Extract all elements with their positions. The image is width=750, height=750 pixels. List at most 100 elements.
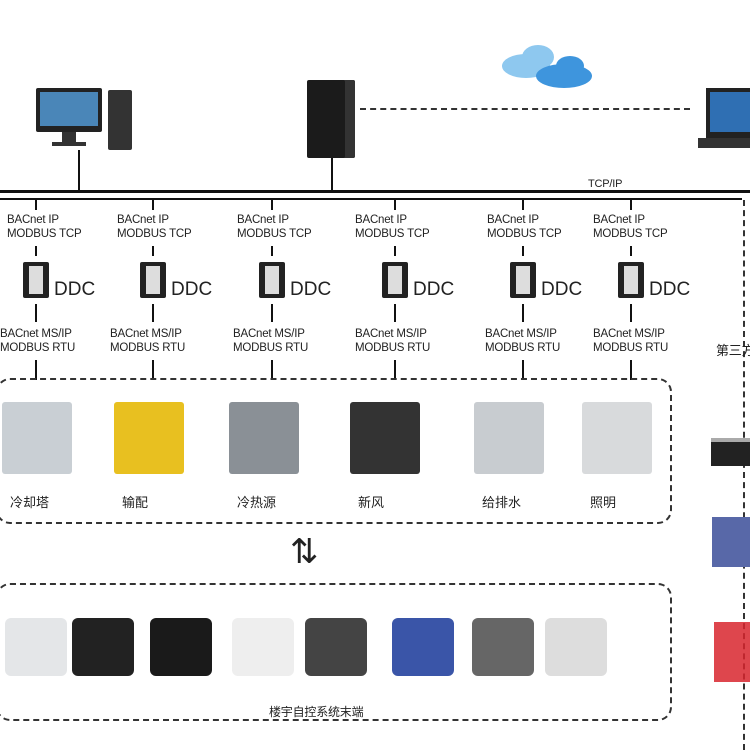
float-switch-icon <box>72 618 134 676</box>
equipment-label: 冷热源 <box>237 495 277 510</box>
lower-protocol-1: BACnet MS/IP <box>0 328 72 340</box>
equipment-label: 输配 <box>122 495 149 510</box>
third-party-label: 第三方 <box>716 343 750 358</box>
upper-protocol-2: MODBUS TCP <box>355 228 430 240</box>
tcp-ip-label: TCP/IP <box>588 178 623 190</box>
upper-protocol-2: MODBUS TCP <box>487 228 562 240</box>
lighting-cabinet-icon[interactable] <box>582 402 652 474</box>
motorized-valve-icon <box>305 618 367 676</box>
workstation-pc-icon <box>36 88 104 148</box>
ddc-down-line <box>271 304 273 322</box>
fresh-air-unit-icon[interactable] <box>350 402 420 474</box>
equipment-group-box <box>0 378 672 524</box>
field-link-line <box>152 360 154 380</box>
lower-protocol-1: BACnet MS/IP <box>355 328 427 340</box>
field-link-line <box>630 360 632 380</box>
ddc-controller-icon[interactable] <box>140 262 166 298</box>
chiller-icon[interactable] <box>229 402 299 474</box>
third-party-dashed-line <box>743 200 745 750</box>
pc-link-line <box>78 150 80 192</box>
upper-protocol-2: MODBUS TCP <box>593 228 668 240</box>
lower-protocol-1: BACnet MS/IP <box>485 328 557 340</box>
third-party-panel-icon <box>712 517 750 567</box>
regulating-valve-icon <box>472 618 534 676</box>
uplink-line <box>522 200 524 210</box>
equipment-label: 新风 <box>358 495 385 510</box>
field-link-line <box>35 360 37 380</box>
remote-dashed-line <box>360 108 690 110</box>
ddc-controller-icon[interactable] <box>259 262 285 298</box>
ddc-label: DDC <box>54 279 96 300</box>
distribution-icon[interactable] <box>114 402 184 474</box>
upper-protocol-2: MODBUS TCP <box>237 228 312 240</box>
lower-protocol-1: BACnet MS/IP <box>233 328 305 340</box>
equipment-label: 照明 <box>590 495 617 510</box>
uplink-line <box>35 200 37 210</box>
lower-protocol-2: MODBUS RTU <box>485 342 561 354</box>
laptop-icon <box>698 88 750 154</box>
field-link-line <box>271 360 273 380</box>
terminal-devices-box <box>0 583 672 721</box>
ddc-label: DDC <box>649 279 691 300</box>
lower-protocol-1: BACnet MS/IP <box>110 328 182 340</box>
ddc-link-line <box>630 246 632 256</box>
cloud-icon <box>502 45 592 88</box>
upper-protocol-1: BACnet IP <box>117 214 169 226</box>
upper-protocol-1: BACnet IP <box>7 214 59 226</box>
uplink-line <box>630 200 632 210</box>
ddc-down-line <box>394 304 396 322</box>
ddc-link-line <box>522 246 524 256</box>
uplink-line <box>394 200 396 210</box>
ddc-label: DDC <box>541 279 583 300</box>
butterfly-valve-icon <box>392 618 454 676</box>
ddc-down-line <box>35 304 37 322</box>
field-link-line <box>394 360 396 380</box>
cooling-tower-icon[interactable] <box>2 402 72 474</box>
water-supply-icon[interactable] <box>474 402 544 474</box>
ddc-label: DDC <box>171 279 213 300</box>
ddc-link-line <box>394 246 396 256</box>
uplink-line <box>152 200 154 210</box>
ddc-label: DDC <box>290 279 332 300</box>
led-bulb-icon <box>232 618 294 676</box>
tcp-ip-bus-line-lower <box>0 198 742 200</box>
ddc-controller-icon[interactable] <box>510 262 536 298</box>
balance-valve-icon <box>150 618 212 676</box>
upper-protocol-2: MODBUS TCP <box>117 228 192 240</box>
terminal-devices-label: 楼宇自控系统末端 <box>265 705 368 719</box>
upper-protocol-1: BACnet IP <box>487 214 539 226</box>
lower-protocol-2: MODBUS RTU <box>110 342 186 354</box>
ddc-controller-icon[interactable] <box>618 262 644 298</box>
ddc-link-line <box>152 246 154 256</box>
field-link-line <box>522 360 524 380</box>
tcp-ip-bus-line <box>0 190 750 193</box>
ddc-controller-icon[interactable] <box>23 262 49 298</box>
lower-protocol-2: MODBUS RTU <box>593 342 669 354</box>
immersion-sensor-icon <box>545 618 607 676</box>
bidirectional-arrows-icon: ⇅ <box>290 533 319 571</box>
equipment-label: 冷却塔 <box>10 495 50 510</box>
ddc-down-line <box>630 304 632 322</box>
upper-protocol-1: BACnet IP <box>593 214 645 226</box>
server-icon <box>307 80 355 158</box>
server-link-line <box>331 158 333 192</box>
temperature-sensor-icon <box>5 618 67 676</box>
third-party-nvr-icon <box>711 438 750 466</box>
ddc-controller-icon[interactable] <box>382 262 408 298</box>
upper-protocol-1: BACnet IP <box>355 214 407 226</box>
lower-protocol-2: MODBUS RTU <box>0 342 76 354</box>
uplink-line <box>271 200 273 210</box>
ddc-link-line <box>271 246 273 256</box>
ddc-down-line <box>152 304 154 322</box>
third-party-fire-system-icon <box>714 622 750 682</box>
pc-tower-icon <box>108 90 132 150</box>
ddc-link-line <box>35 246 37 256</box>
equipment-label: 给排水 <box>482 495 522 510</box>
ddc-down-line <box>522 304 524 322</box>
upper-protocol-2: MODBUS TCP <box>7 228 82 240</box>
lower-protocol-2: MODBUS RTU <box>233 342 309 354</box>
upper-protocol-1: BACnet IP <box>237 214 289 226</box>
lower-protocol-2: MODBUS RTU <box>355 342 431 354</box>
lower-protocol-1: BACnet MS/IP <box>593 328 665 340</box>
